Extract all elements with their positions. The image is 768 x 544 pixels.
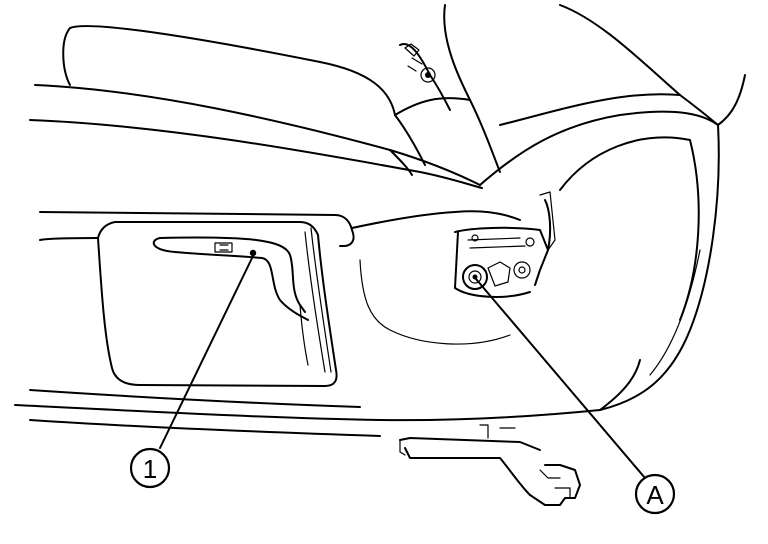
seat-back-side-trim	[479, 110, 720, 411]
callout-a-label: A	[646, 480, 664, 510]
seat-side-shell	[14, 210, 641, 437]
seat-lower-rail	[399, 424, 581, 506]
side-cover-panel	[97, 221, 511, 387]
screw-hole	[249, 249, 257, 257]
callout-a: A	[634, 473, 676, 515]
leader-line-1	[159, 255, 254, 449]
callout-1: 1	[129, 447, 171, 489]
seat-cushion-upper	[29, 25, 483, 189]
leader-line-a	[475, 278, 646, 479]
recliner-mechanism	[454, 191, 556, 298]
seat-back-frame	[394, 4, 746, 173]
callout-1-label: 1	[143, 454, 157, 484]
